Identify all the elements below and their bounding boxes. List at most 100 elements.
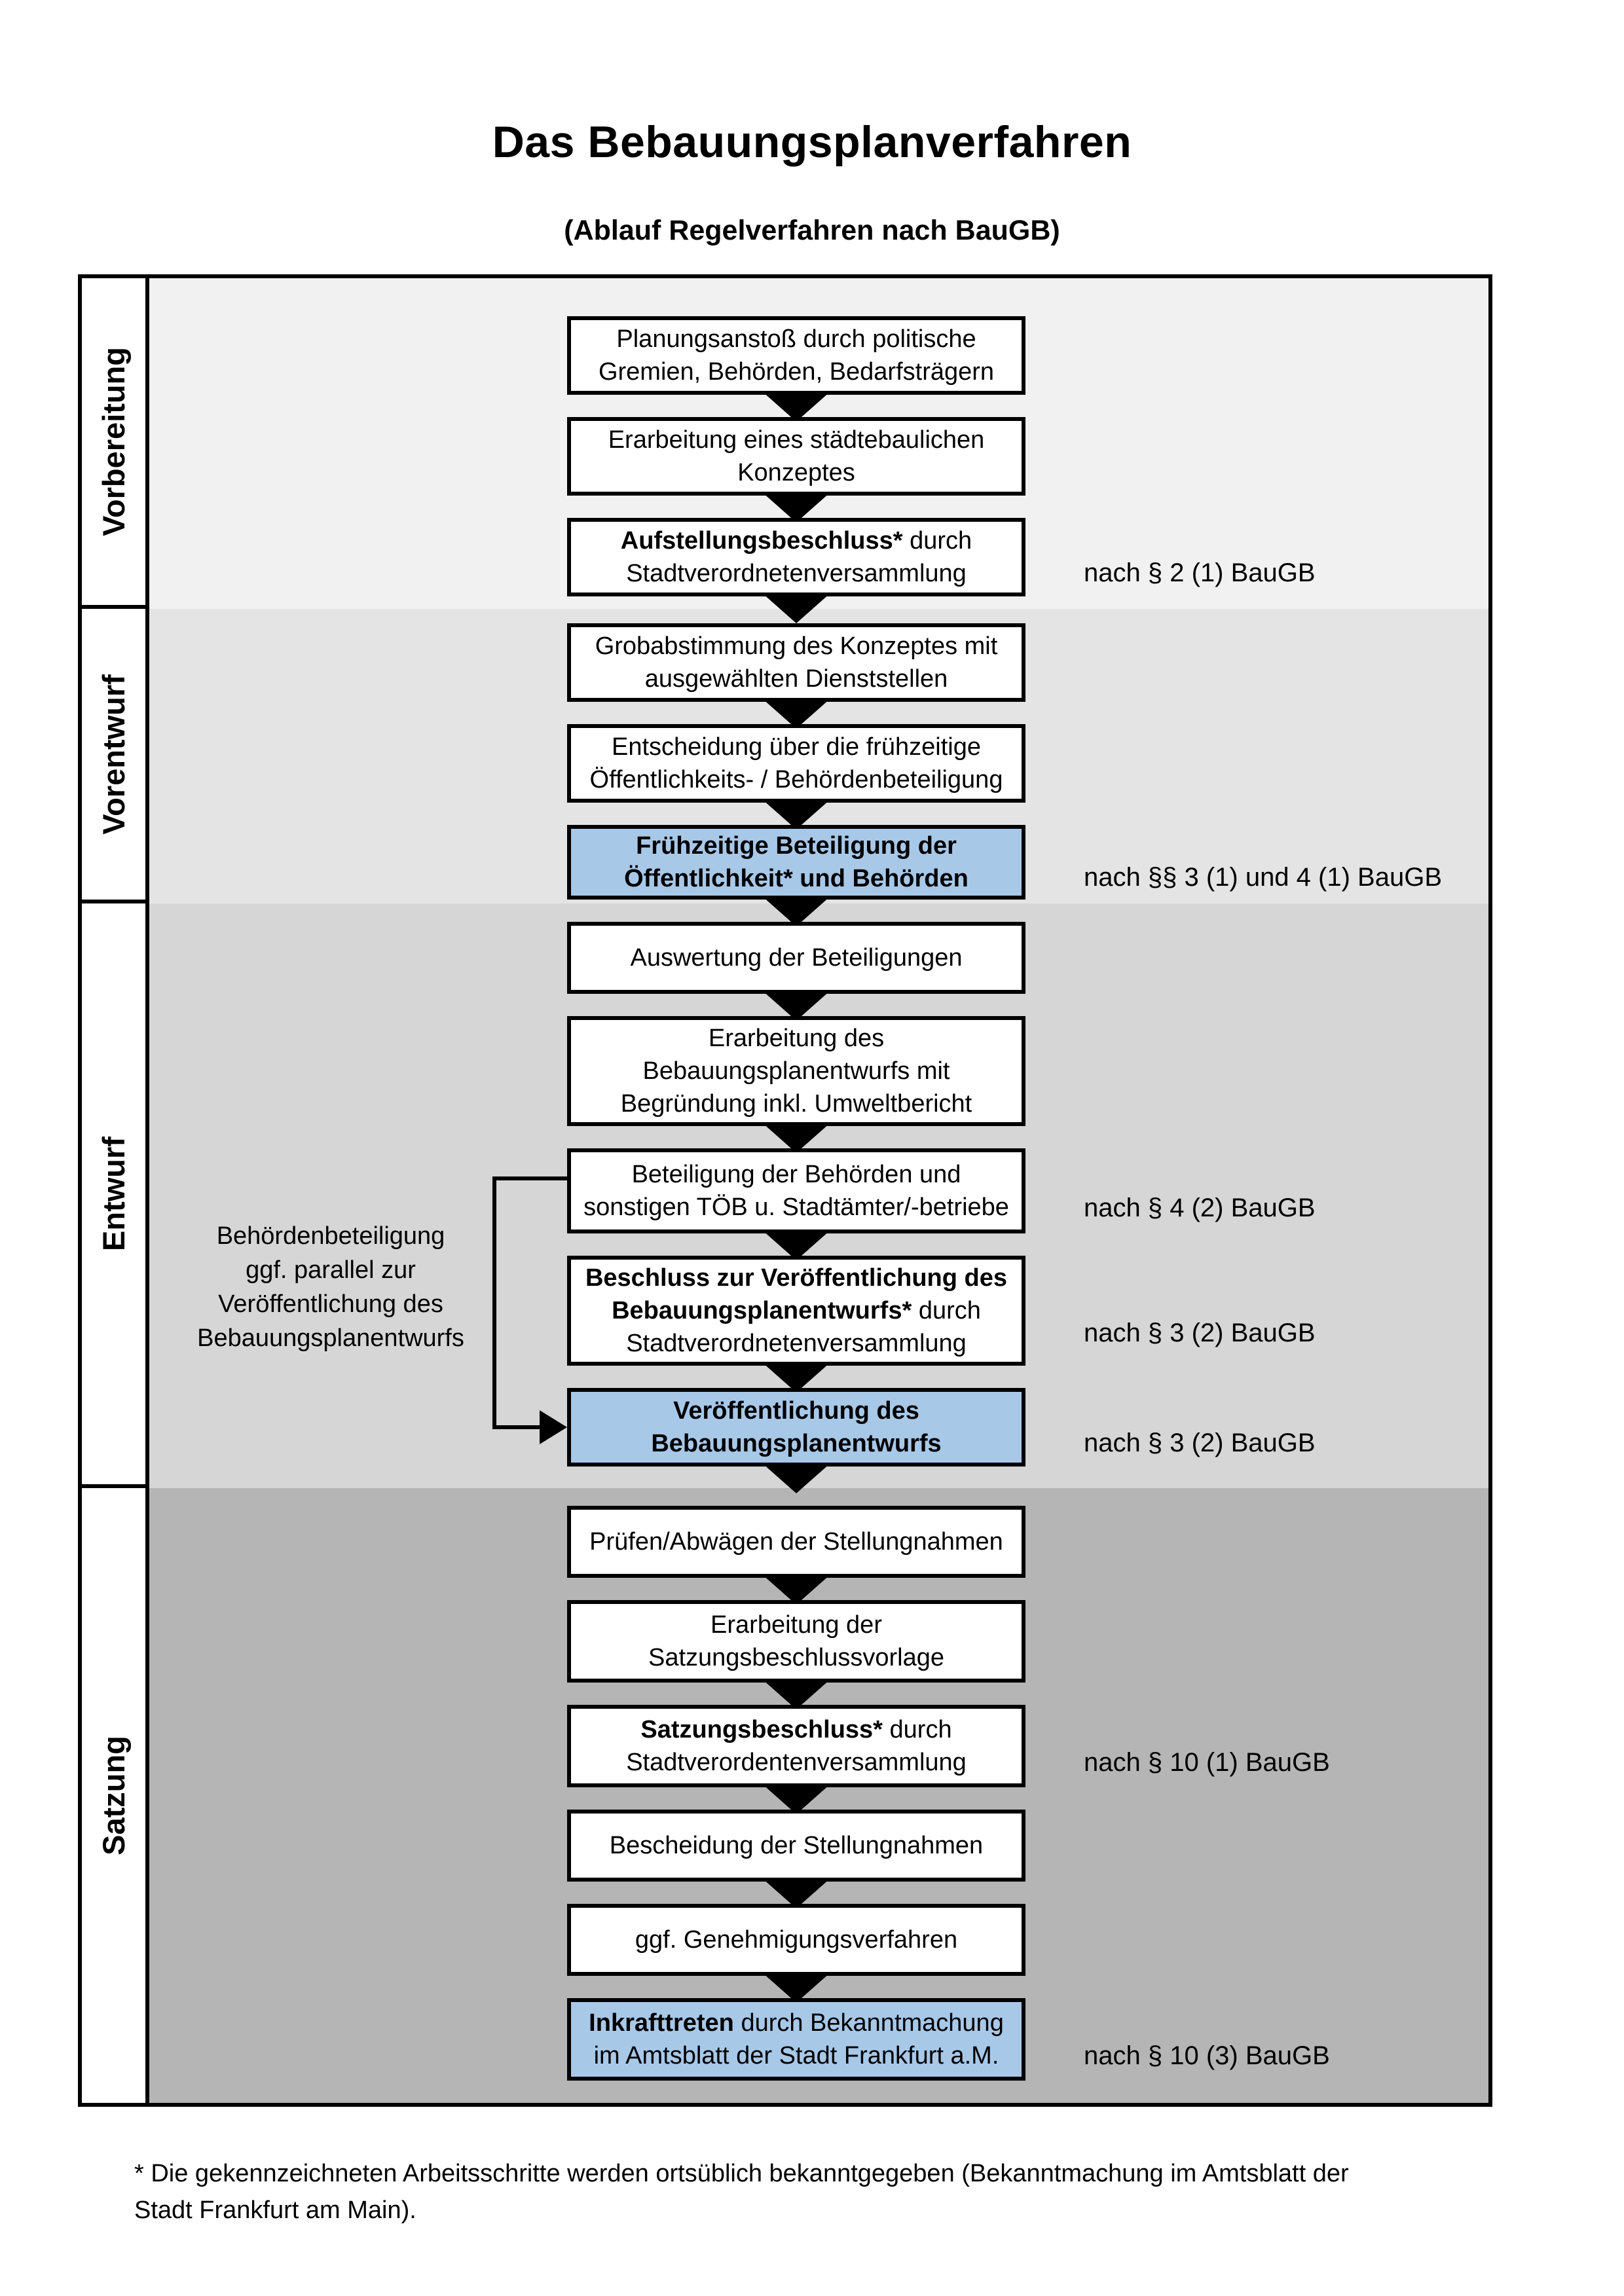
side-note-line: Bebauungsplanentwurfs xyxy=(197,1324,464,1352)
phase-label-text: Vorentwurf xyxy=(96,674,132,835)
flow-box-text: Planungsanstoß durch politische xyxy=(616,325,976,353)
flow-box-16: ggf. Genehmigungsverfahren xyxy=(567,1904,1025,1976)
flow-box-text: durch Bekanntmachung xyxy=(733,2009,1004,2037)
flow-box-line: ggf. Genehmigungsverfahren xyxy=(635,1923,957,1956)
flow-box-text-bold: Inkrafttreten xyxy=(589,2009,734,2037)
page-subtitle: (Ablauf Regelverfahren nach BauGB) xyxy=(564,215,1060,246)
flow-box-line: Stadtverordnetenversammlung xyxy=(626,1327,967,1360)
parallel-connector-vertical xyxy=(492,1176,496,1429)
law-reference: nach § 4 (2) BauGB xyxy=(1084,1194,1316,1222)
flow-box-line: ausgewählten Dienststellen xyxy=(645,663,948,695)
flow-box-12: Prüfen/Abwägen der Stellungnahmen xyxy=(567,1506,1025,1578)
flow-box-line: sonstigen TÖB u. Stadtämter/-betriebe xyxy=(583,1191,1009,1224)
flow-box-text: ausgewählten Dienststellen xyxy=(644,665,948,693)
law-reference: nach § 2 (1) BauGB xyxy=(1084,558,1316,587)
flow-box-line: Entscheidung über die frühzeitige xyxy=(612,731,981,763)
flow-box-text: Prüfen/Abwägen der Stellungnahmen xyxy=(589,1528,1003,1556)
flow-box-line: Stadtverordentenversammlung xyxy=(626,1746,967,1779)
flow-box-text-bold: Bebauungsplanentwurfs xyxy=(651,1430,942,1457)
flow-box-text: im Amtsblatt der Stadt Frankfurt a.M. xyxy=(593,2042,999,2069)
flow-box-text: Konzeptes xyxy=(737,459,855,486)
parallel-connector-arrowhead-icon xyxy=(540,1410,567,1444)
flow-box-line: Frühzeitige Beteiligung der xyxy=(636,829,957,862)
flow-box-line: Prüfen/Abwägen der Stellungnahmen xyxy=(589,1525,1003,1558)
flow-box-text: Entscheidung über die frühzeitige xyxy=(611,733,982,761)
footnote: * Die gekennzeichneten Arbeitsschritte w… xyxy=(134,2160,1349,2224)
side-note-line: ggf. parallel zur xyxy=(246,1256,416,1284)
flow-box-line: Begründung inkl. Umweltbericht xyxy=(621,1087,972,1120)
phase-label-vorbereitung: Vorbereitung xyxy=(82,278,149,609)
flow-arrow-down xyxy=(762,699,830,729)
flow-box-line: Erarbeitung der xyxy=(710,1609,882,1641)
flow-arrow-down xyxy=(762,991,830,1021)
flow-box-line: Gremien, Behörden, Bedarfsträgern xyxy=(599,355,994,388)
flow-box-text-bold: Frühzeitige Beteiligung der xyxy=(636,832,957,860)
flow-box-line: Erarbeitung des xyxy=(709,1022,884,1055)
flow-box-text: Erarbeitung des xyxy=(708,1025,885,1052)
flow-box-line: Beteiligung der Behörden und xyxy=(632,1158,961,1191)
flow-arrow-down xyxy=(762,1784,830,1814)
flow-arrow-down xyxy=(762,1362,830,1393)
law-reference: nach § 3 (2) BauGB xyxy=(1084,1429,1316,1457)
flow-arrow-down xyxy=(762,1463,830,1493)
law-reference: nach § 3 (2) BauGB xyxy=(1084,1319,1316,1347)
flow-box-text-bold: Aufstellungsbeschluss* xyxy=(620,527,903,555)
flow-box-text-bold: Satzungsbeschluss* xyxy=(640,1716,883,1743)
page-title: Das Bebauungsplanverfahren xyxy=(492,117,1132,167)
side-note-line: Veröffentlichung des xyxy=(218,1290,443,1318)
flow-box-17: Inkrafttreten durch Bekanntmachung im Amt… xyxy=(567,1998,1025,2081)
flow-box-text: Stadtverordnetenversammlung xyxy=(626,1330,967,1357)
flow-box-line: Öffentlichkeits- / Behördenbeteiligung xyxy=(590,763,1003,796)
flow-box-text: Stadtverordentenversammlung xyxy=(626,1749,967,1776)
phase-label-vorentwurf: Vorentwurf xyxy=(82,609,149,903)
flow-arrow-down xyxy=(762,896,830,926)
flow-box-line: Planungsanstoß durch politische xyxy=(616,323,976,355)
law-reference: nach § 10 (1) BauGB xyxy=(1084,1748,1330,1777)
flow-arrow-down xyxy=(762,1679,830,1709)
flow-box-line: Bescheidung der Stellungnahmen xyxy=(610,1829,983,1862)
flow-box-line: Stadtverordnetenversammlung xyxy=(626,557,967,590)
flow-box-line: Grobabstimmung des Konzeptes mit xyxy=(595,630,998,663)
flow-box-15: Bescheidung der Stellungnahmen xyxy=(567,1810,1025,1882)
flow-box-text: durch xyxy=(882,1716,952,1743)
flow-arrow-down xyxy=(762,392,830,422)
flow-box-7: Auswertung der Beteiligungen xyxy=(567,922,1025,994)
flow-arrow-down xyxy=(762,1575,830,1605)
flow-box-line: Aufstellungsbeschluss* durch xyxy=(621,524,972,557)
flow-box-text: Erarbeitung der xyxy=(710,1611,882,1639)
phase-label-text: Satzung xyxy=(96,1736,131,1855)
flow-box-text: Stadtverordnetenversammlung xyxy=(626,560,967,587)
flow-box-line: Satzungsbeschluss* durch xyxy=(640,1713,951,1746)
phase-label-satzung: Satzung xyxy=(82,1488,149,2103)
flow-box-text: Auswertung der Beteiligungen xyxy=(630,944,963,972)
flow-box-line: Satzungsbeschlussvorlage xyxy=(648,1641,944,1674)
flow-arrow-down xyxy=(762,799,830,829)
flow-arrow-down xyxy=(762,1878,830,1908)
flow-arrow-down xyxy=(762,593,830,623)
flow-box-line: Bebauungsplanentwurfs* durch xyxy=(612,1294,981,1327)
flow-box-text-bold: Bebauungsplanentwurfs* xyxy=(612,1297,912,1324)
flow-box-line: Veröffentlichung des xyxy=(673,1394,919,1427)
flow-box-text: Erarbeitung eines städtebaulichen xyxy=(608,426,985,454)
flow-box-text: durch xyxy=(902,527,972,555)
flow-box-text: Gremien, Behörden, Bedarfsträgern xyxy=(598,358,995,386)
flow-box-line: Auswertung der Beteiligungen xyxy=(630,941,962,974)
flow-arrow-down xyxy=(762,1123,830,1153)
phase-label-text: Entwurf xyxy=(96,1137,132,1251)
flow-box-line: Erarbeitung eines städtebaulichen xyxy=(608,424,985,456)
flow-box-text: ggf. Genehmigungsverfahren xyxy=(635,1926,958,1954)
flow-arrow-down xyxy=(762,1230,830,1260)
flow-box-line: Beschluss zur Veröffentlichung des xyxy=(585,1262,1007,1294)
flow-box-text: Begründung inkl. Umweltbericht xyxy=(620,1090,972,1118)
flow-box-text: Bebauungsplanentwurfs mit xyxy=(642,1057,950,1085)
